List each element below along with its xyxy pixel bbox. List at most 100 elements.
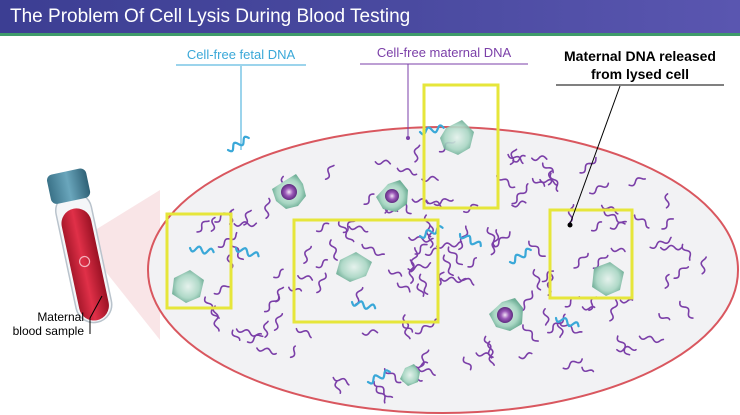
dna-strand-icon <box>567 203 575 224</box>
dna-strand-icon <box>519 290 534 312</box>
dna-strand-icon <box>235 328 263 337</box>
dna-strand-icon <box>226 135 250 153</box>
dna-strand-icon <box>609 298 619 322</box>
dna-strand-icon <box>573 252 589 269</box>
lysed-cell-highlight-box <box>422 83 500 210</box>
blood-sample-label-line2: blood sample <box>13 324 85 338</box>
maternal-dna-label: Cell-free maternal DNA <box>377 45 512 60</box>
dna-strand-icon <box>467 257 478 268</box>
dna-strand-icon <box>532 268 542 291</box>
dna-strand-icon <box>366 369 391 385</box>
dna-strand-icon <box>419 349 430 368</box>
dna-strand-icon <box>658 312 671 321</box>
dna-strand-icon <box>487 340 495 366</box>
blood-tube-icon <box>46 168 113 324</box>
dna-strand-icon <box>508 247 532 265</box>
white-blood-cell-icon <box>489 298 523 331</box>
white-blood-cell-icon <box>400 364 420 386</box>
dna-strand-icon <box>295 327 312 339</box>
dna-strand-icon <box>329 239 338 261</box>
dna-strand-icon <box>411 197 429 205</box>
dna-strand-icon <box>681 243 692 261</box>
dna-strand-icon <box>387 269 403 277</box>
dna-strand-icon <box>616 335 631 356</box>
blood-sample-pointer <box>89 295 103 319</box>
dna-strand-icon <box>528 240 546 257</box>
blood-sample-label-line1: Maternal <box>37 310 84 324</box>
lysed-cell-icon <box>440 120 474 155</box>
dna-strand-icon <box>373 380 394 399</box>
dna-strand-icon <box>442 254 454 277</box>
cell-lysis-diagram: Cell-free fetal DNA Cell-free maternal D… <box>13 45 739 414</box>
dna-strand-icon <box>297 274 314 281</box>
page-title: The Problem Of Cell Lysis During Blood T… <box>10 6 411 27</box>
dna-strand-icon <box>542 307 550 326</box>
dna-strand-icon <box>213 284 233 295</box>
dna-strand-icon <box>440 276 467 284</box>
lysed-cell-highlight-box <box>165 212 233 310</box>
dna-strand-icon <box>337 220 355 243</box>
title-banner: The Problem Of Cell Lysis During Blood T… <box>0 0 740 36</box>
dna-strand-icon <box>413 144 421 163</box>
dna-strand-icon <box>363 193 375 205</box>
dna-strand-icon <box>511 183 529 205</box>
dna-strand-icon <box>700 256 707 275</box>
dna-strand-icon <box>332 376 350 386</box>
dna-strand-icon <box>458 232 482 248</box>
dna-strand-icon <box>661 218 675 230</box>
dna-strand-icon <box>217 231 238 249</box>
dna-strand-icon <box>433 198 454 207</box>
dna-strand-icon <box>408 259 415 284</box>
dna-strand-icon <box>483 335 494 359</box>
dna-strand-icon <box>348 225 369 233</box>
dna-strand-icon <box>416 283 425 297</box>
dna-strand-icon <box>588 182 610 195</box>
lysed-cell-icon <box>336 252 372 282</box>
dna-strands <box>188 124 707 404</box>
dna-strand-icon <box>679 300 694 319</box>
dna-strand-icon <box>462 356 472 371</box>
dna-strand-icon <box>436 271 445 287</box>
dna-strand-icon <box>633 214 650 229</box>
dna-strand-icon <box>531 177 546 187</box>
dna-strand-icon <box>511 200 527 208</box>
dna-strand-icon <box>418 273 429 295</box>
dna-strand-icon <box>664 273 670 289</box>
dna-strand-icon <box>289 345 297 359</box>
dna-strand-icon <box>417 367 436 376</box>
dna-strand-icon <box>402 322 414 333</box>
dna-strand-icon <box>664 193 670 209</box>
dna-strand-icon <box>424 247 440 257</box>
dna-strand-icon <box>402 314 411 340</box>
dna-strand-icon <box>396 167 418 176</box>
lysed-cell-icon <box>172 270 204 303</box>
dna-strand-icon <box>374 159 392 166</box>
lysed-cell-icon <box>592 262 624 296</box>
dna-strand-icon <box>638 335 665 344</box>
dna-strand-icon <box>603 210 627 224</box>
dna-strand-icon <box>273 268 284 279</box>
white-blood-cell-icon <box>272 174 306 209</box>
zoom-cone <box>92 190 160 340</box>
dna-strand-icon <box>492 231 511 248</box>
dna-strand-icon <box>196 220 210 233</box>
dna-strand-icon <box>541 162 554 174</box>
dna-strand-icon <box>361 329 379 336</box>
dna-strand-icon <box>234 246 260 258</box>
dna-strand-icon <box>673 266 690 280</box>
dna-strand-icon <box>212 305 220 332</box>
dna-strand-icon <box>486 227 496 247</box>
dna-strand-icon <box>188 245 215 255</box>
dna-strand-icon <box>396 282 411 293</box>
dna-strand-icon <box>530 155 548 162</box>
dna-strand-icon <box>210 216 216 232</box>
dna-strand-icon <box>507 153 524 165</box>
dna-strand-icon <box>233 221 258 228</box>
blood-sample-zoom-ellipse <box>147 126 739 414</box>
dna-strand-icon <box>414 243 428 255</box>
dna-strand-icon <box>522 324 539 342</box>
dna-strand-icon <box>628 177 646 187</box>
dna-strand-icon <box>334 380 342 394</box>
dna-strand-icon <box>273 313 284 332</box>
dna-strand-icon <box>315 222 330 233</box>
